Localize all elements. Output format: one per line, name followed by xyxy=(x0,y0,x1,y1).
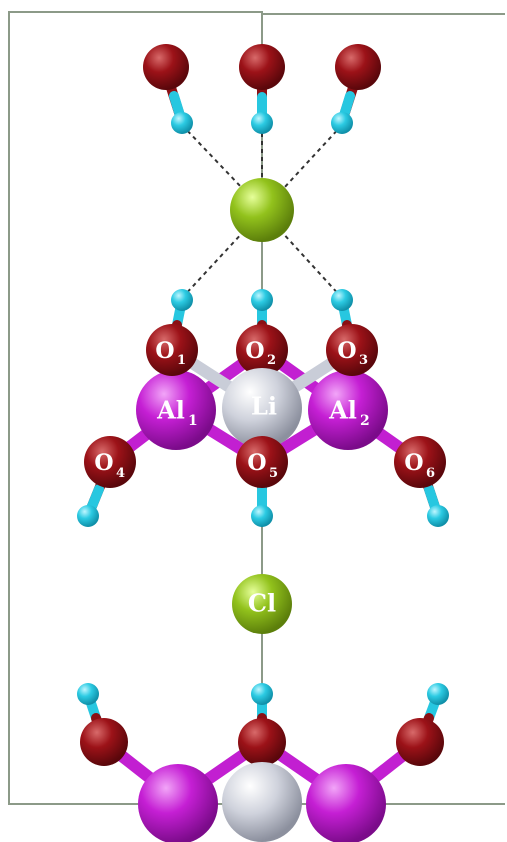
oxygen-atom xyxy=(335,44,381,90)
oxygen-atom xyxy=(238,718,286,766)
hydrogen-atom xyxy=(171,112,193,134)
oxygen-atom xyxy=(239,44,285,90)
hydrogen-atom xyxy=(251,505,273,527)
svg-text:1: 1 xyxy=(177,353,186,368)
hydrogen-atom xyxy=(427,683,449,705)
aluminum-atom-2 xyxy=(308,370,388,450)
svg-text:Cl: Cl xyxy=(248,589,276,618)
hydrogen-atom xyxy=(331,289,353,311)
oxygen-atom-5 xyxy=(236,436,288,488)
svg-text:4: 4 xyxy=(116,466,125,481)
svg-text:O: O xyxy=(404,450,423,476)
svg-text:O: O xyxy=(337,338,356,364)
svg-text:6: 6 xyxy=(426,466,435,481)
svg-text:5: 5 xyxy=(269,466,278,481)
aluminum-atom-1 xyxy=(136,370,216,450)
hydrogen-atom xyxy=(251,683,273,705)
label-o3: O 3 xyxy=(337,338,368,368)
oxygen-atom-6 xyxy=(394,436,446,488)
label-o4: O 4 xyxy=(94,450,125,481)
svg-text:O: O xyxy=(245,338,264,364)
oxygen-atom xyxy=(80,718,128,766)
oxygen-atom-1 xyxy=(146,324,198,376)
svg-text:1: 1 xyxy=(188,413,198,429)
svg-text:Al: Al xyxy=(156,396,185,425)
svg-text:2: 2 xyxy=(267,353,276,368)
label-o5: O 5 xyxy=(247,450,278,481)
oxygen-atom xyxy=(143,44,189,90)
oxygen-atom xyxy=(396,718,444,766)
label-o6: O 6 xyxy=(404,450,435,481)
oxygen-atom-2 xyxy=(236,324,288,376)
chlorine-atom-lower xyxy=(232,574,292,634)
svg-text:O: O xyxy=(94,450,113,476)
svg-text:O: O xyxy=(247,450,266,476)
chlorine-atom-upper xyxy=(230,178,294,242)
hydrogen-atom xyxy=(331,112,353,134)
lithium-atom xyxy=(222,368,302,448)
svg-text:Al: Al xyxy=(328,396,357,425)
svg-text:O: O xyxy=(155,338,174,364)
hydrogen-atom xyxy=(251,112,273,134)
label-al2: Al 2 xyxy=(328,396,370,430)
svg-text:2: 2 xyxy=(360,413,370,429)
hydrogen-bonds xyxy=(181,124,343,299)
oxygen-atom-3 xyxy=(326,324,378,376)
label-o1: O 1 xyxy=(155,338,186,368)
lithium-atom xyxy=(222,762,302,842)
aluminum-atom xyxy=(138,764,218,842)
hydrogen-atom xyxy=(427,505,449,527)
oxygen-atom-4 xyxy=(84,436,136,488)
svg-text:3: 3 xyxy=(359,353,368,368)
atom-labels: O 1 O 2 O 3 Al 1 Li Al 2 O 4 O 5 xyxy=(94,338,435,618)
aluminum-atom xyxy=(306,764,386,842)
svg-text:Li: Li xyxy=(251,392,277,421)
label-li: Li xyxy=(251,392,277,421)
atoms xyxy=(77,44,449,842)
hydrogen-atom xyxy=(251,289,273,311)
hydrogen-atom xyxy=(77,683,99,705)
label-o2: O 2 xyxy=(245,338,276,368)
hydrogen-atom xyxy=(171,289,193,311)
hydrogen-atom xyxy=(77,505,99,527)
label-al1: Al 1 xyxy=(156,396,198,430)
label-cl: Cl xyxy=(248,589,276,618)
